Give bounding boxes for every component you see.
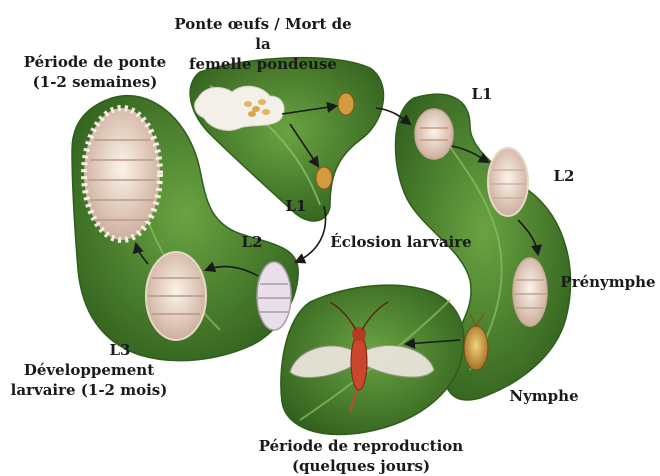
label-l3: L3 <box>100 340 140 360</box>
larva-l3 <box>146 252 206 340</box>
label-l1-top-right: L1 <box>462 84 502 104</box>
label-hatching: Éclosion larvaire <box>326 232 476 252</box>
crawler-l1-center <box>316 167 332 189</box>
label-l2-left: L2 <box>232 232 272 252</box>
label-development: Développement larvaire (1-2 mois) <box>4 360 174 400</box>
label-laying-period: Période de ponte (1-2 semaines) <box>20 52 170 92</box>
label-l2-right: L2 <box>544 166 584 186</box>
crawler-l1-top <box>338 93 354 115</box>
label-reproduction: Période de reproduction (quelques jours) <box>246 436 476 476</box>
label-egg-laying: Ponte œufs / Mort de la femelle pondeuse <box>168 14 358 74</box>
larva-l2-left <box>257 262 291 330</box>
label-nymph: Nymphe <box>504 386 584 406</box>
adult-female-mealybug <box>84 108 160 240</box>
larva-l2-right <box>488 148 528 216</box>
prenymph <box>513 258 547 326</box>
label-prenymph: Prénymphe <box>558 272 658 292</box>
larva-l1-right <box>415 109 453 159</box>
label-l1-center: L1 <box>276 196 316 216</box>
